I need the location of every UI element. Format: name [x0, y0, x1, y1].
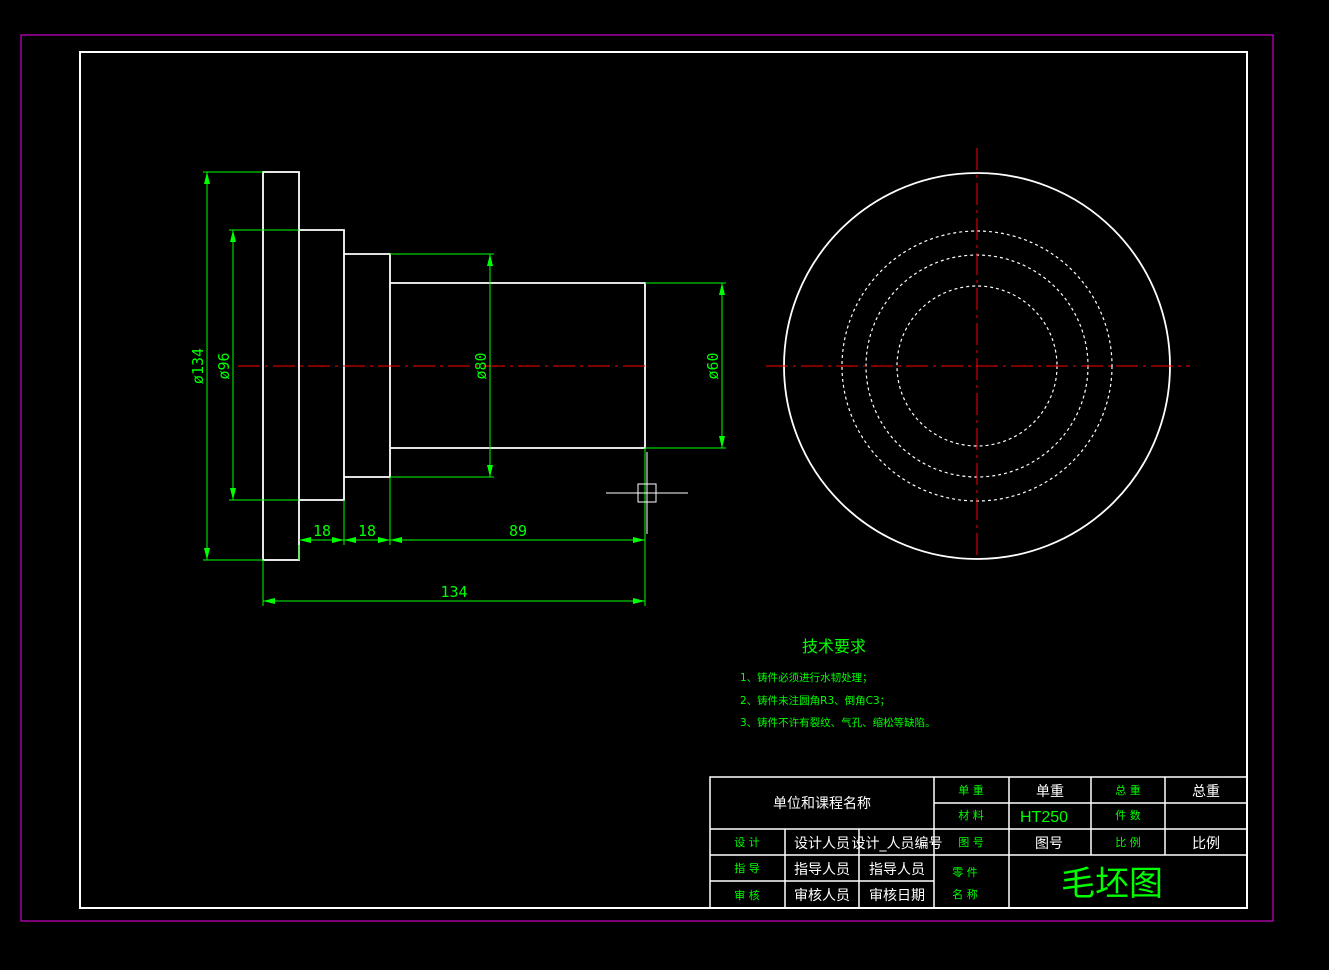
dim-dia-80: ø80	[472, 352, 490, 379]
tb-part-label-2: 名 称	[952, 887, 978, 901]
step-96	[299, 229, 345, 501]
tb-drawing-no-label: 图 号	[958, 836, 984, 849]
dim-dia-96: ø96	[215, 352, 233, 379]
tb-guide-label: 指 导	[734, 861, 760, 875]
tb-part-name: 毛坯图	[1061, 864, 1163, 904]
tb-design-person-id: 设计_人员编号	[852, 836, 943, 852]
tb-design-person: 设计人员	[794, 836, 850, 852]
tb-drawing-no-value: 图号	[1035, 836, 1063, 852]
tb-part-label-1: 零 件	[952, 866, 978, 879]
dimension-arrows	[204, 172, 725, 604]
tb-total-weight-label: 总 重	[1115, 783, 1141, 797]
notes-heading: 技术要求	[802, 637, 866, 656]
tb-guide-person-2: 指导人员	[869, 862, 925, 878]
dim-len-134: 134	[440, 583, 467, 601]
outer-border	[20, 34, 1274, 922]
dim-dia-134: ø134	[189, 348, 207, 384]
tb-material-value: HT250	[1020, 809, 1068, 826]
tb-review-label: 审 核	[734, 888, 760, 902]
tb-unit-weight-value: 单重	[1036, 784, 1064, 800]
end-view-centerlines	[766, 148, 1190, 560]
title-block-grid	[709, 776, 1248, 909]
tb-review-date: 审核日期	[869, 888, 925, 904]
dim-len-18b: 18	[358, 522, 376, 540]
flange-134	[262, 171, 300, 561]
tb-guide-person: 指导人员	[794, 862, 850, 878]
dimension-lines	[203, 171, 726, 606]
cad-crosshair-cursor[interactable]	[606, 452, 688, 534]
note-line-2: 2、铸件未注圆角R3、倒角C3；	[740, 694, 890, 707]
tb-total-weight-value: 总重	[1192, 784, 1220, 800]
dim-len-18a: 18	[313, 522, 331, 540]
tb-unit-weight-label: 单 重	[958, 783, 984, 797]
dim-dia-60: ø60	[704, 352, 722, 379]
note-line-1: 1、铸件必须进行水韧处理；	[740, 671, 873, 684]
tb-design-label: 设 计	[734, 836, 760, 849]
tb-scale-value: 比例	[1192, 836, 1220, 852]
tb-unit-name: 单位和课程名称	[773, 796, 871, 812]
tb-scale-label: 比 例	[1115, 835, 1141, 849]
inner-frame	[79, 51, 1248, 909]
dim-len-89: 89	[509, 522, 527, 540]
tb-material-label: 材 料	[958, 808, 984, 822]
tb-review-person: 审核人员	[794, 888, 850, 904]
note-line-3: 3、铸件不许有裂纹、气孔、缩松等缺陷。	[740, 716, 936, 729]
tb-quantity-label: 件 数	[1115, 809, 1141, 822]
